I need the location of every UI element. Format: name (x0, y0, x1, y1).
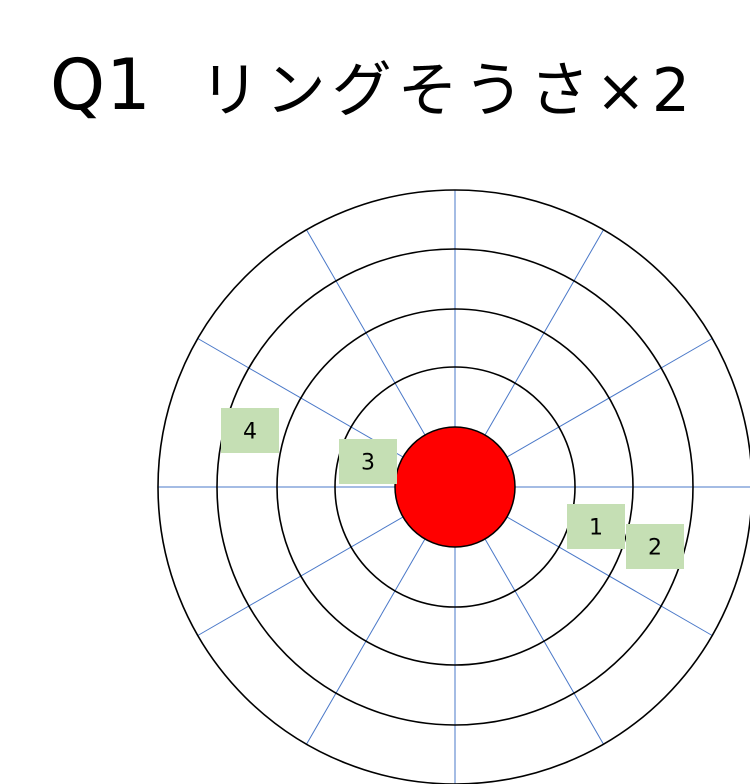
page-title: Q1 リングそうさ×2 (50, 40, 696, 130)
center-circle (394, 426, 516, 548)
ring-3 (216, 248, 694, 726)
marker-1: 1 (567, 504, 625, 549)
marker-box (339, 439, 397, 484)
marker-3: 3 (339, 439, 397, 484)
ring-2 (276, 308, 634, 666)
marker-label: 1 (589, 516, 603, 541)
marker-label: 4 (243, 420, 257, 445)
marker-2: 2 (626, 524, 684, 569)
marker-label: 2 (648, 536, 662, 561)
marker-4: 4 (221, 408, 279, 453)
ring-1 (334, 366, 576, 608)
markers: 1 2 3 4 (221, 408, 684, 569)
marker-box (567, 504, 625, 549)
marker-box (626, 524, 684, 569)
question-number: Q1 (50, 44, 152, 126)
question-text: リングそうさ×2 (199, 55, 697, 126)
marker-label: 3 (361, 451, 375, 476)
marker-box (221, 408, 279, 453)
ring-4 (157, 189, 750, 784)
rings (157, 189, 750, 784)
